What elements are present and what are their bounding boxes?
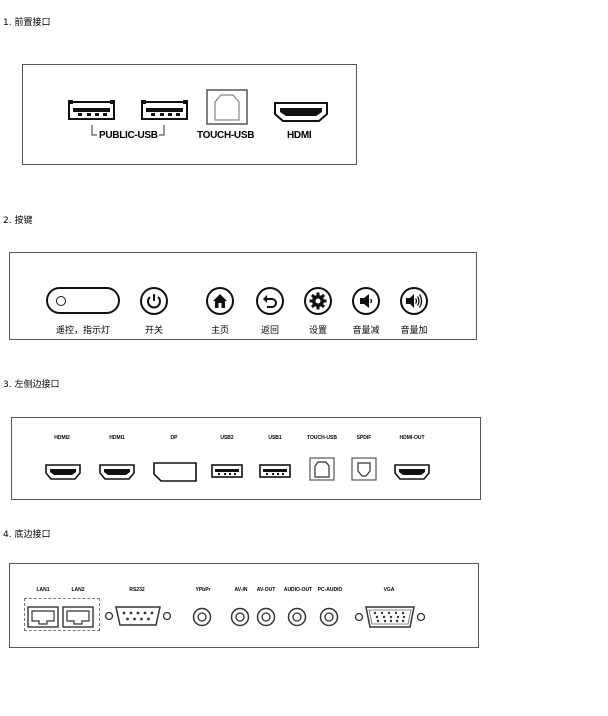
port-label-rs232: RS232 [129,587,145,593]
av-jack-icon [192,607,212,627]
side-ports-panel: HDMI2 HDMI1 DP USB2 USB1 TOUCH-USB SPDIF… [11,417,481,500]
usb-a-port-icon [141,100,188,120]
home-button[interactable] [206,287,234,315]
port-label-av-in: AV-IN [234,587,248,593]
hdmi-port-icon [45,464,81,480]
power-button[interactable] [140,287,168,315]
usb-group-bracket [91,125,165,136]
button-label-settings: 设置 [308,326,328,336]
port-label-lan2: LAN2 [71,587,85,593]
spdif-port-icon [351,457,377,481]
port-label-hdmi-out: HDMI-OUT [399,435,425,441]
port-label-usb2: USB2 [220,435,234,441]
section-title-side-ports: 3. 左侧边接口 [3,380,60,390]
port-label-usb1: USB1 [268,435,282,441]
port-label-touch-usb: TOUCH-USB [307,435,337,441]
gear-icon [309,292,327,310]
usb-a-port-icon [259,464,291,478]
button-label-volume-up: 音量加 [400,326,428,336]
button-label-home: 主页 [210,326,230,336]
rs232-port-icon [104,606,172,626]
av-jack-icon [230,607,250,627]
usb-b-port-icon [206,89,248,125]
port-label-hdmi1: HDMI1 [109,435,125,441]
usb-a-port-icon [211,464,243,478]
public-usb-label: PUBLIC-USB [99,130,158,141]
hdmi-port-icon [394,464,430,480]
port-label-spdif: SPDIF [356,435,372,441]
back-icon [263,295,277,308]
settings-button[interactable] [304,287,332,315]
port-label-audio-out: AUDIO-OUT [283,587,313,593]
front-ports-panel: PUBLIC-USB TOUCH-USB HDMI [22,64,357,165]
audio-jack-icon [287,607,307,627]
port-label-pc-audio: PC-AUDIO [317,587,343,593]
button-label-remote: 遥控，指示灯 [55,326,111,336]
vga-port-icon [354,606,426,628]
port-label-dp: DP [170,435,178,441]
lan-group-outline [24,598,100,631]
remote-indicator-icon [56,296,66,306]
buttons-panel: 遥控，指示灯 开关 主页 返回 [9,252,477,340]
home-icon [213,294,227,308]
button-label-volume-down: 音量减 [352,326,380,336]
hdmi-port-icon [99,464,135,480]
rj45-port-icon [62,606,94,628]
av-jack-icon [256,607,276,627]
port-label-av-out: AV-OUT [256,587,276,593]
remote-indicator-window [46,287,120,314]
back-button[interactable] [256,287,284,315]
button-label-back: 返回 [260,326,280,336]
button-label-power: 开关 [144,326,164,336]
port-label-hdmi2: HDMI2 [54,435,70,441]
usb-b-port-icon [309,457,335,481]
power-icon [147,294,161,309]
hdmi-port-icon [274,102,328,122]
section-title-front-ports: 1. 前置接口 [3,18,51,28]
volume-down-icon [360,294,373,308]
rj45-port-icon [27,606,59,628]
touch-usb-label: TOUCH-USB [197,130,255,141]
volume-up-icon [406,294,423,308]
hdmi-label: HDMI [287,130,312,141]
section-title-buttons: 2. 按键 [3,216,33,226]
port-label-vga: VGA [383,587,395,593]
section-title-bottom-ports: 4. 底边接口 [3,530,51,540]
volume-down-button[interactable] [352,287,380,315]
bottom-ports-panel: LAN1 LAN2 RS232 YPbPr AV-IN AV-OUT AUDIO… [9,563,479,648]
displayport-icon [153,462,197,482]
port-label-ypbpr: YPbPr [195,587,211,593]
usb-a-port-icon [68,100,115,120]
volume-up-button[interactable] [400,287,428,315]
audio-jack-icon [319,607,339,627]
port-label-lan1: LAN1 [36,587,50,593]
